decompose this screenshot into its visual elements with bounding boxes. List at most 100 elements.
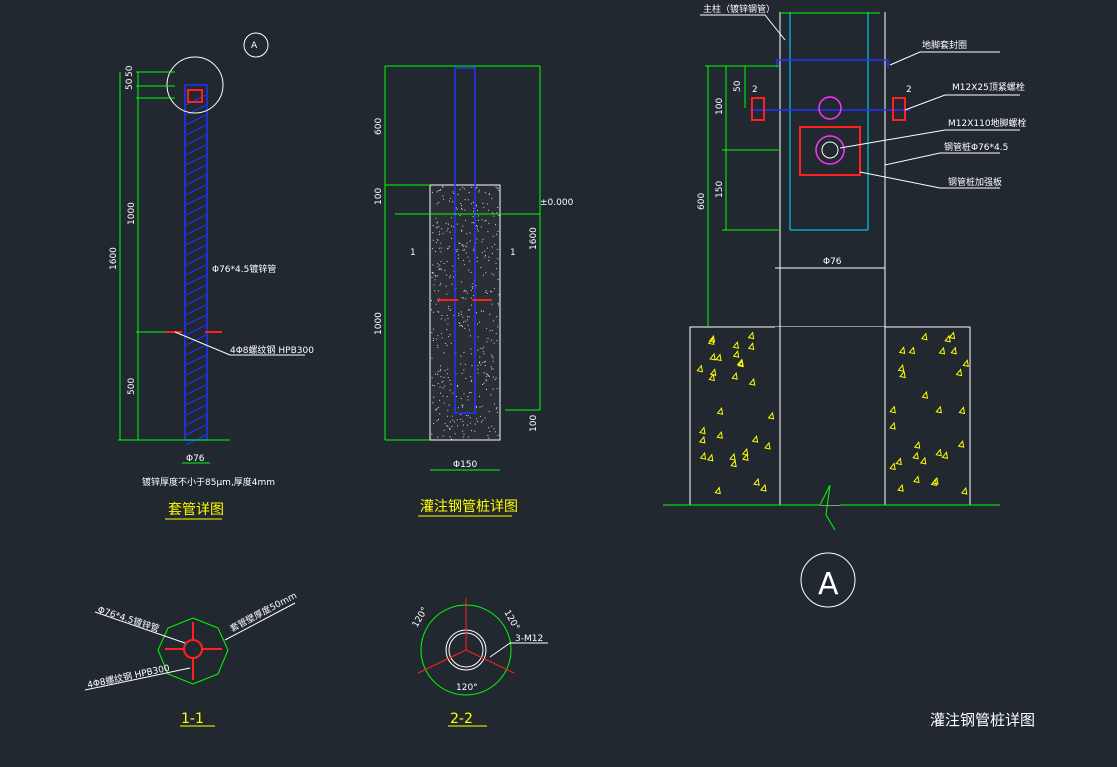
- concrete-dot: [477, 228, 479, 230]
- dim-1000: 1000: [374, 312, 384, 335]
- concrete-dot: [450, 342, 452, 344]
- concrete-dot: [484, 365, 486, 367]
- concrete-dot: [444, 423, 446, 425]
- concrete-dot: [481, 405, 483, 407]
- concrete-dot: [460, 414, 462, 416]
- concrete-dot: [478, 189, 480, 191]
- concrete-dot: [483, 353, 485, 355]
- concrete-dot: [436, 408, 438, 410]
- aggregate-mark: [944, 334, 951, 343]
- concrete-dot: [495, 186, 497, 188]
- concrete-dot: [475, 406, 477, 408]
- concrete-dot: [458, 322, 460, 324]
- elevation-label: ±0.000: [540, 198, 574, 208]
- concrete-dot: [447, 308, 449, 310]
- concrete-dot: [446, 274, 448, 276]
- concrete-dot: [477, 230, 479, 232]
- concrete-dot: [491, 246, 493, 248]
- hatch-line: [185, 244, 207, 256]
- concrete-dot: [497, 304, 499, 306]
- concrete-dot: [458, 312, 460, 314]
- concrete-dot: [442, 435, 444, 437]
- concrete-dot: [440, 282, 442, 284]
- detail-a-callout: [800, 552, 856, 608]
- concrete-dot: [441, 381, 443, 383]
- concrete-dot: [461, 297, 463, 299]
- section-2-2: 120° 120° 120° 3-M12 2-2: [411, 598, 548, 727]
- concrete-dot: [470, 297, 472, 299]
- concrete-dot: [432, 273, 434, 275]
- aggregate-mark: [709, 352, 716, 361]
- concrete-dot: [437, 299, 439, 301]
- concrete-dot: [488, 376, 490, 378]
- concrete-dot: [476, 186, 478, 188]
- hatch-line: [185, 154, 207, 166]
- concrete-dot: [478, 395, 480, 397]
- concrete-dot: [446, 260, 448, 262]
- concrete-dot: [442, 387, 444, 389]
- concrete-dot: [446, 293, 448, 295]
- reinforcing-plate: [799, 126, 861, 176]
- concrete-dot: [480, 266, 482, 268]
- aggregate-mark: [730, 459, 737, 468]
- hatch-line: [185, 164, 207, 176]
- concrete-dot: [431, 191, 433, 193]
- concrete-dot: [481, 347, 483, 349]
- concrete-dot: [473, 250, 475, 252]
- concrete-dot: [477, 368, 479, 370]
- concrete-dot: [431, 377, 433, 379]
- concrete-dot: [449, 436, 451, 438]
- concrete-dot: [439, 399, 441, 401]
- concrete-dot: [482, 202, 484, 204]
- hatch-line: [185, 114, 207, 126]
- concrete-dot: [444, 342, 446, 344]
- concrete-dot: [453, 421, 455, 423]
- concrete-dot: [484, 192, 486, 194]
- concrete-dot: [486, 341, 488, 343]
- hatch-line: [185, 124, 207, 136]
- concrete-dot: [472, 287, 474, 289]
- seal-ring-label: 地脚套封圈: [922, 39, 967, 51]
- concrete-dot: [442, 198, 444, 200]
- concrete-dot: [463, 393, 465, 395]
- aggregate-mark: [912, 451, 919, 460]
- concrete-dot: [438, 190, 440, 192]
- concrete-dot: [437, 263, 439, 265]
- concrete-dot: [489, 290, 491, 292]
- concrete-dot: [449, 231, 451, 233]
- concrete-dot: [468, 269, 470, 271]
- concrete-dot: [460, 355, 462, 357]
- concrete-dot: [442, 395, 444, 397]
- concrete-dot: [447, 368, 449, 370]
- dim-50b: 50: [125, 65, 135, 77]
- diameter-label: Φ150: [453, 460, 478, 470]
- aggregate-mark: [950, 346, 957, 355]
- concrete-dot: [449, 429, 451, 431]
- concrete-dot: [470, 353, 472, 355]
- concrete-dot: [471, 222, 473, 224]
- concrete-dot: [462, 424, 464, 426]
- dim-50a: 50: [125, 78, 135, 90]
- rebar-label: 4Φ8螺纹钢 HPB300: [86, 662, 171, 691]
- concrete-dot: [467, 399, 469, 401]
- concrete-dot: [488, 427, 490, 429]
- concrete-dot: [439, 268, 441, 270]
- concrete-dot: [491, 273, 493, 275]
- concrete-dot: [485, 388, 487, 390]
- concrete-dot: [483, 372, 485, 374]
- dim-100: 100: [374, 188, 384, 205]
- concrete-dot: [442, 186, 444, 188]
- concrete-dot: [484, 361, 486, 363]
- hatch-line: [185, 314, 207, 326]
- concrete-dot: [431, 299, 433, 301]
- concrete-dot: [462, 406, 464, 408]
- concrete-dot: [479, 362, 481, 364]
- concrete-dot: [482, 383, 484, 385]
- section-1-title: 1-1: [181, 711, 204, 727]
- concrete-dot: [456, 425, 458, 427]
- concrete-dot: [434, 279, 436, 281]
- concrete-dot: [477, 349, 479, 351]
- concrete-dot: [472, 283, 474, 285]
- concrete-dot: [462, 436, 464, 438]
- aggregate-mark: [948, 331, 956, 340]
